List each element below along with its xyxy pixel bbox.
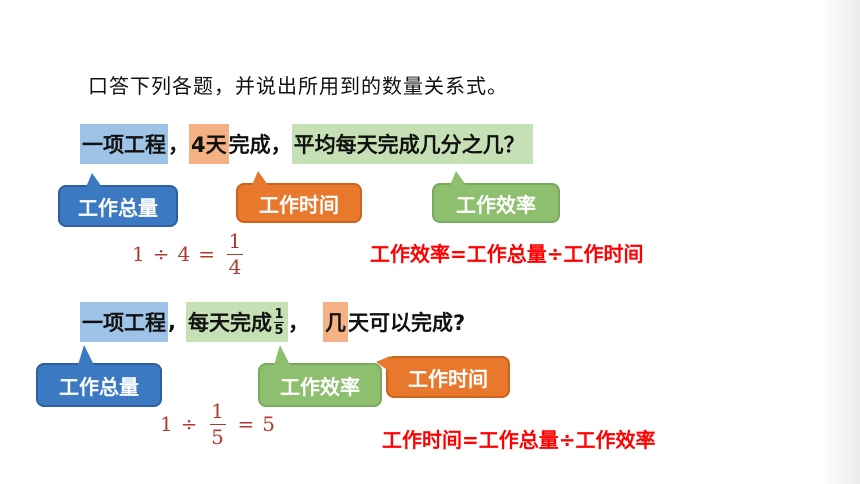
q2-math: 1 ÷ 1 5 = 5 [160, 396, 275, 452]
q1-highlight-time: 4天 [189, 124, 229, 164]
q1-label-total: 工作总量 [58, 173, 178, 227]
q2-text-days: 天可以完成? [347, 311, 466, 335]
q1-math: 1 ÷ 4 = 1 4 [132, 228, 247, 280]
q2-inline-fraction: 1 5 [273, 306, 284, 338]
q1-highlight-total: 一项工程 [80, 124, 168, 164]
q2-inline-denominator: 5 [274, 322, 284, 338]
q1-comma: ， [168, 133, 189, 157]
q1-label-rate: 工作效率 [432, 171, 560, 223]
instruction-text: 口答下列各题，并说出所用到的数量关系式。 [88, 74, 508, 98]
q2-math-dividend: 1 [160, 412, 173, 436]
q1-math-divide: ÷ [152, 242, 170, 266]
q1-math-fraction: 1 4 [227, 228, 243, 279]
q1-math-denominator: 4 [228, 254, 242, 279]
q1-label-time-pointer [252, 171, 268, 185]
q2-math-fraction: 1 5 [209, 398, 226, 449]
q2-label-rate: 工作效率 [258, 345, 382, 407]
q1-label-rate-pointer [450, 171, 466, 185]
q2-comma-1: , [168, 310, 176, 334]
q2-math-equals: = [237, 412, 255, 436]
q2-math-denominator: 5 [211, 424, 224, 449]
question-2: 一项工程 , 每天完成 1 5 ， 几 天可以完成? [80, 302, 465, 342]
q1-text-complete: 完成， [228, 133, 292, 157]
q1-math-divisor: 4 [177, 242, 191, 266]
q2-label-time-pointer [376, 356, 390, 372]
q2-highlight-rate: 每天完成 1 5 [185, 302, 288, 342]
q2-label-rate-text: 工作效率 [280, 374, 360, 399]
q2-math-numerator: 1 [211, 398, 224, 423]
q1-math-equals: = [198, 242, 215, 266]
q2-inline-fraction-bar [273, 321, 284, 323]
q1-math-numerator: 1 [228, 228, 242, 253]
q2-label-rate-pointer [274, 345, 290, 365]
q2-label-total: 工作总量 [36, 345, 162, 407]
q2-label-time: 工作时间 [376, 356, 510, 398]
q1-label-rate-text: 工作效率 [456, 192, 536, 217]
q1-label-time: 工作时间 [236, 171, 362, 223]
q1-label-time-text: 工作时间 [259, 192, 339, 217]
q1-label-total-pointer [86, 173, 102, 187]
q2-highlight-rate-text: 每天完成 [187, 311, 272, 335]
q2-label-total-text: 工作总量 [59, 374, 139, 399]
q1-label-total-text: 工作总量 [78, 195, 158, 220]
q2-label-time-text: 工作时间 [408, 366, 488, 391]
question-1: 一项工程 ， 4天 完成， 平均每天完成几分之几？ [80, 124, 533, 164]
q2-label-total-pointer [78, 345, 94, 365]
edge-shade [820, 0, 860, 484]
q2-highlight-time: 几 [322, 302, 348, 342]
q2-math-divide: ÷ [180, 412, 198, 436]
q2-formula: 工作时间=工作总量÷工作效率 [382, 428, 656, 452]
q1-highlight-rate: 平均每天完成几分之几？ [291, 124, 533, 164]
q2-highlight-total: 一项工程 [80, 302, 168, 342]
q2-comma-2: ， [287, 311, 309, 335]
q1-formula: 工作效率=工作总量÷工作时间 [370, 242, 644, 266]
q1-math-dividend: 1 [132, 242, 145, 266]
q1-math-fraction-bar [227, 253, 243, 255]
q2-inline-numerator: 1 [274, 306, 284, 322]
q2-math-fraction-bar [209, 423, 226, 425]
q2-math-result: 5 [262, 412, 275, 436]
